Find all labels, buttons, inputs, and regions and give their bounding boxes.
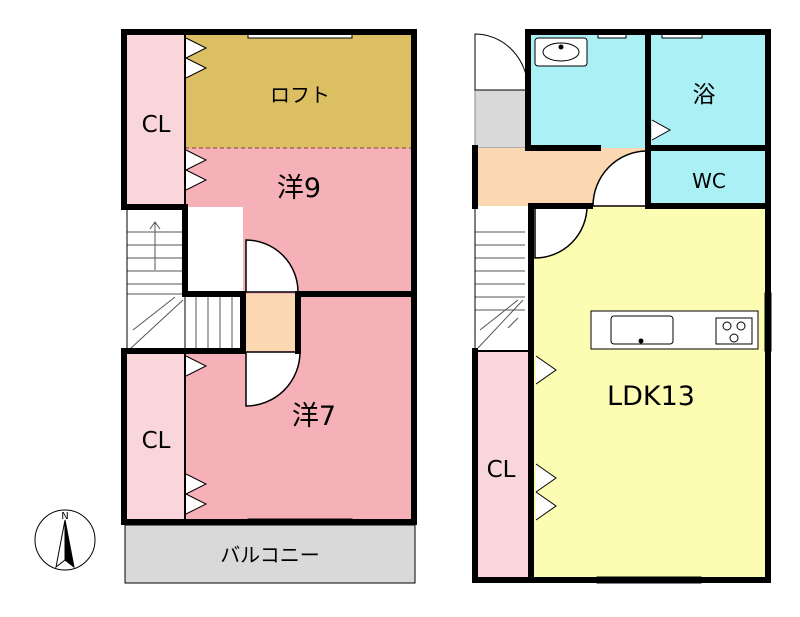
western-9-label: 洋9 (277, 173, 321, 204)
door-swing-icon (245, 239, 301, 407)
closet-door-marks-upper (185, 37, 208, 515)
entrance-area (474, 89, 529, 149)
loft-label: ロフト (270, 83, 330, 107)
ldk-area (531, 206, 768, 580)
upper-floor: ロフト 洋9 洋7 CL CL バルコニー (121, 29, 417, 584)
compass-icon: N (34, 509, 96, 571)
walls-upper (121, 29, 417, 525)
stairs-icon-lower (475, 231, 525, 349)
compass-north-label: N (61, 511, 68, 522)
western-7-label: 洋7 (292, 401, 336, 432)
lower-floor: 浴 WC LDK13 CL (472, 29, 772, 584)
loft-area (185, 35, 414, 148)
ldk-label: LDK13 (607, 381, 695, 412)
entrance-door-swing (474, 33, 529, 91)
bath-label: 浴 (693, 82, 716, 108)
closet-lower-label: CL (487, 457, 516, 483)
closet-bottom-label: CL (142, 428, 171, 454)
closet-top (127, 35, 185, 207)
stair-area-lower (475, 206, 531, 351)
hall-area (243, 294, 298, 351)
wc-label: WC (692, 169, 726, 193)
bath-area (651, 35, 768, 148)
balcony-label: バルコニー (220, 543, 320, 567)
door-swing-icon-lower (534, 150, 647, 259)
sink-icon (610, 315, 674, 345)
closet-top-label: CL (142, 112, 171, 138)
walls-lower (472, 29, 771, 583)
closet-bottom (127, 351, 185, 522)
closet-lower (475, 351, 528, 580)
washbasin-icon (534, 37, 588, 67)
wc-area (651, 151, 768, 206)
kitchen-counter (590, 310, 759, 350)
closet-door-marks-lower (535, 119, 672, 521)
